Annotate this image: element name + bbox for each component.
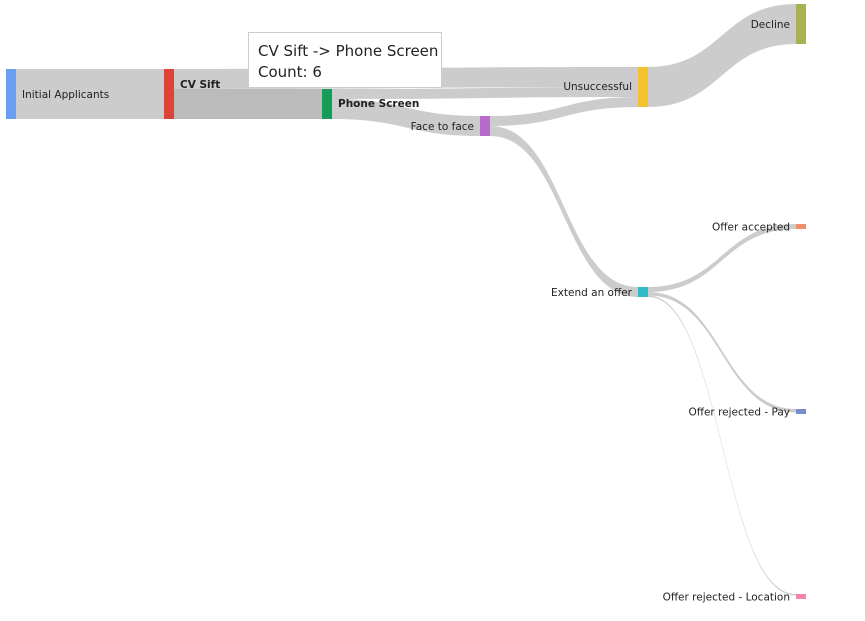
link-f2f-unsuccessful[interactable] bbox=[490, 97, 638, 126]
tooltip-line-1: CV Sift -> Phone Screen bbox=[258, 42, 439, 60]
node-initial[interactable] bbox=[6, 69, 16, 119]
tooltip-line-2: Count: 6 bbox=[258, 63, 322, 81]
node-f2f[interactable] bbox=[480, 116, 490, 136]
link-f2f-offer[interactable] bbox=[490, 126, 638, 297]
node-phone[interactable] bbox=[322, 89, 332, 119]
node-label-unsuccessful: Unsuccessful bbox=[563, 81, 632, 93]
node-label-rej_loc: Offer rejected - Location bbox=[663, 592, 790, 604]
node-cvsift[interactable] bbox=[164, 69, 174, 119]
node-label-offer: Extend an offer bbox=[551, 287, 633, 299]
link-cvsift-phone[interactable] bbox=[174, 89, 322, 119]
link-initial-cvsift[interactable] bbox=[16, 69, 164, 119]
node-rej_pay[interactable] bbox=[796, 409, 806, 414]
node-label-rej_pay: Offer rejected - Pay bbox=[688, 407, 790, 419]
node-accepted[interactable] bbox=[796, 224, 806, 229]
node-label-initial: Initial Applicants bbox=[22, 89, 109, 101]
link-phone-f2f[interactable] bbox=[332, 99, 480, 136]
node-label-accepted: Offer accepted bbox=[712, 222, 790, 234]
node-unsuccessful[interactable] bbox=[638, 67, 648, 107]
node-label-decline: Decline bbox=[751, 19, 790, 31]
link-offer-rej_loc[interactable] bbox=[648, 295, 796, 596]
links-layer bbox=[16, 4, 796, 596]
node-decline[interactable] bbox=[796, 4, 806, 44]
node-label-cvsift: CV Sift bbox=[180, 79, 220, 91]
node-label-f2f: Face to face bbox=[411, 121, 474, 133]
link-offer-accepted[interactable] bbox=[648, 224, 796, 292]
tooltip: CV Sift -> Phone Screen Count: 6 bbox=[248, 32, 442, 88]
link-offer-rej_pay[interactable] bbox=[648, 292, 796, 413]
link-phone-unsuccessful[interactable] bbox=[332, 87, 638, 99]
link-unsuccessful-decline[interactable] bbox=[648, 4, 796, 107]
nodes-layer bbox=[6, 4, 806, 599]
node-offer[interactable] bbox=[638, 287, 648, 297]
node-rej_loc[interactable] bbox=[796, 594, 806, 599]
node-label-phone: Phone Screen bbox=[338, 98, 419, 110]
